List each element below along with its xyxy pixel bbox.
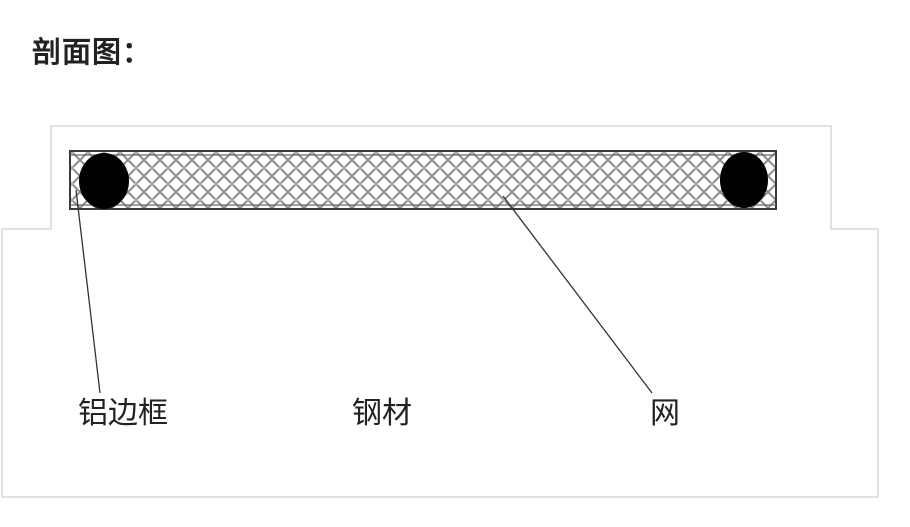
aluminum-frame-bead-right: [720, 152, 768, 208]
leader-line-mesh: [502, 195, 653, 394]
page-title: 剖面图：: [32, 35, 153, 69]
aluminum-frame-bead-left: [79, 153, 129, 209]
steel-profile-outline: [1, 125, 879, 498]
label-aluminum-frame: 铝边框: [78, 396, 168, 431]
mesh-panel: [69, 150, 777, 210]
label-mesh: 网: [650, 396, 680, 431]
leader-line-frame: [75, 189, 101, 394]
label-steel: 钢材: [352, 396, 412, 431]
